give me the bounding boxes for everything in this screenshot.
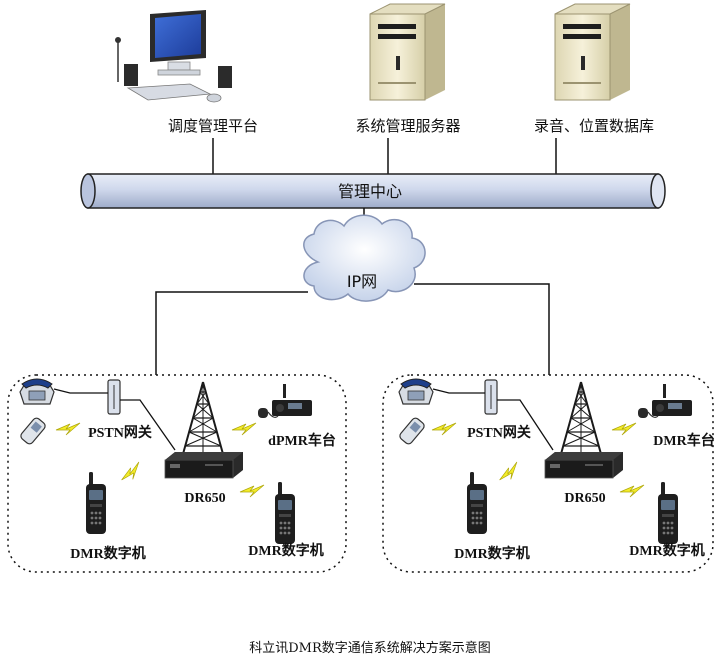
link-bolt-icon: [495, 461, 524, 485]
vehicle-radio-label: dPMR车台: [268, 432, 336, 449]
tower-icon: [560, 381, 602, 455]
link-bolt-icon: [55, 422, 81, 436]
dmr-handheld-icon: [658, 482, 678, 544]
gateway-to-repeater-line: [120, 399, 176, 451]
vehicle-radio-label: DMR车台: [653, 432, 714, 449]
vehicle-radio-icon: [257, 383, 313, 419]
server-label: 系统管理服务器: [355, 117, 460, 135]
figure-caption: 科立讯DMR数字通信系统解决方案示意图: [249, 640, 491, 656]
link-bolt-icon: [117, 461, 146, 485]
desk-phone-icon: [398, 378, 434, 405]
site-left: PSTN网关 dPMR车台 DR650 DMR数字机 DMR数字机: [7, 374, 347, 573]
dispatch-platform-label: 调度管理平台: [168, 117, 258, 135]
link-bolt-icon: [231, 422, 257, 436]
vehicle-radio-icon: [637, 383, 693, 419]
workstation-icon: [115, 10, 232, 103]
top-connectors: [212, 138, 557, 176]
server-icon: [369, 3, 446, 101]
tower-icon: [182, 381, 224, 455]
site-right: PSTN网关 DMR车台 DR650 DMR数字机 DMR数字机: [382, 374, 715, 573]
link-bolt-icon: [619, 484, 645, 498]
ip-cloud-icon: [303, 214, 426, 302]
radio-left-label: DMR数字机: [454, 545, 529, 562]
database-server-icon: [554, 3, 631, 101]
dr650-repeater-icon: [544, 451, 624, 479]
radio-right-label: DMR数字机: [248, 542, 323, 559]
dmr-handheld-icon: [467, 472, 487, 534]
cloud-to-site-lines: [155, 283, 550, 375]
phone-to-gateway-line: [432, 388, 485, 394]
link-bolt-icon: [239, 484, 265, 498]
pstn-gateway-label: PSTN网关: [88, 424, 152, 441]
management-center-label: 管理中心: [338, 182, 402, 201]
ip-network-label: IP网: [347, 272, 377, 291]
radio-right-label: DMR数字机: [629, 542, 704, 559]
dmr-handheld-icon: [275, 482, 295, 544]
link-bolt-icon: [431, 422, 457, 436]
repeater-label: DR650: [184, 491, 225, 506]
dr650-repeater-icon: [164, 451, 244, 479]
desk-phone-icon: [19, 378, 55, 405]
repeater-label: DR650: [564, 491, 605, 506]
mobile-phone-icon: [397, 415, 427, 447]
radio-left-label: DMR数字机: [70, 545, 145, 562]
site-left-boundary: [7, 374, 347, 573]
gateway-to-repeater-line: [497, 399, 554, 451]
phone-to-gateway-line: [53, 388, 108, 394]
dmr-handheld-icon: [86, 472, 106, 534]
mobile-phone-icon: [18, 415, 48, 447]
link-bolt-icon: [611, 422, 637, 436]
pstn-gateway-label: PSTN网关: [467, 424, 531, 441]
pstn-gateway-icon: [107, 379, 121, 415]
database-label: 录音、位置数据库: [534, 117, 654, 135]
pstn-gateway-icon: [484, 379, 498, 415]
management-center-pipe: [80, 173, 666, 209]
